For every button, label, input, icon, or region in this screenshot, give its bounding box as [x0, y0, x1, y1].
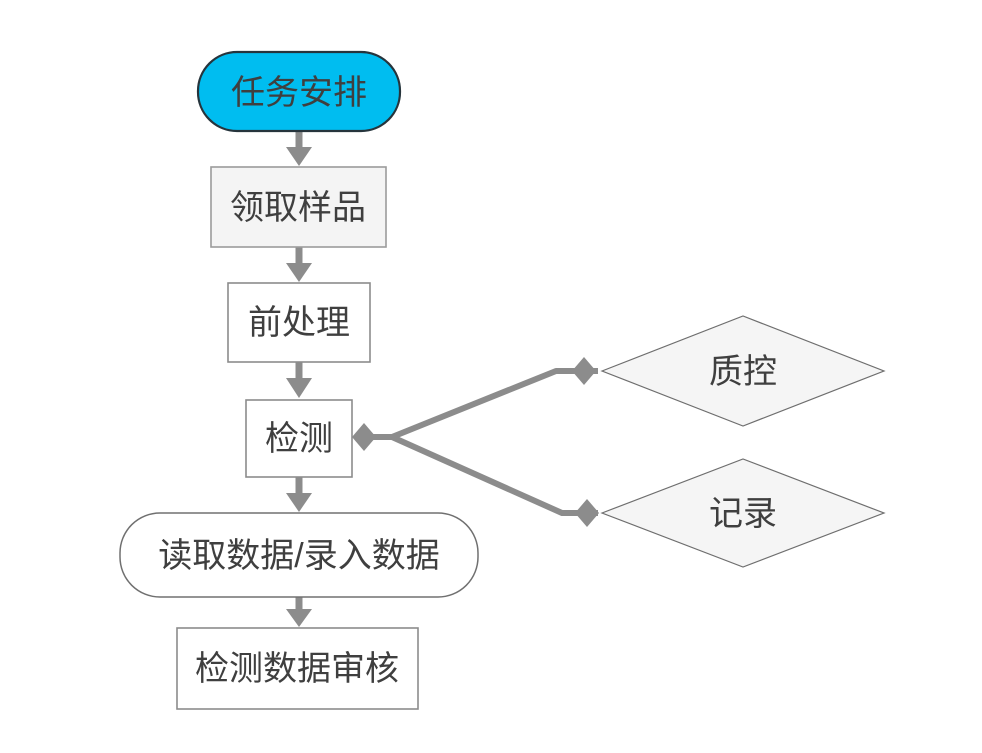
- node-receive-sample: 领取样品: [210, 166, 387, 248]
- arrow-receive-sample-to-pretreatment: [286, 247, 312, 282]
- node-task-assignment-label: 任务安排: [231, 74, 367, 112]
- node-record-label: 记录: [709, 495, 777, 533]
- edge-testing-to-quality-control: [352, 357, 598, 451]
- node-record: 记录: [600, 458, 886, 568]
- node-pretreatment-label: 前处理: [248, 304, 350, 342]
- node-testing-label: 检测: [265, 420, 333, 458]
- node-read-enter-data: 读取数据/录入数据: [119, 512, 479, 598]
- arrow-task-assignment-to-receive-sample: [286, 131, 312, 166]
- edge-diamond-marker: [352, 423, 376, 451]
- edge-diamond-marker: [575, 499, 599, 527]
- node-testing: 检测: [245, 399, 353, 478]
- node-receive-sample-label: 领取样品: [230, 189, 366, 227]
- node-pretreatment: 前处理: [227, 282, 371, 363]
- node-read-enter-data-label: 读取数据/录入数据: [158, 537, 439, 575]
- node-data-review-label: 检测数据审核: [195, 650, 399, 688]
- arrow-read-enter-data-to-data-review: [286, 597, 312, 627]
- edge-diamond-marker: [572, 357, 596, 385]
- edge-testing-to-record: [390, 434, 599, 527]
- arrow-testing-to-read-enter-data: [286, 477, 312, 512]
- node-quality-control: 质控: [600, 315, 886, 427]
- node-quality-control-label: 质控: [709, 353, 777, 391]
- node-task-assignment: 任务安排: [196, 50, 402, 133]
- arrow-pretreatment-to-testing: [286, 362, 312, 398]
- node-data-review: 检测数据审核: [176, 627, 419, 710]
